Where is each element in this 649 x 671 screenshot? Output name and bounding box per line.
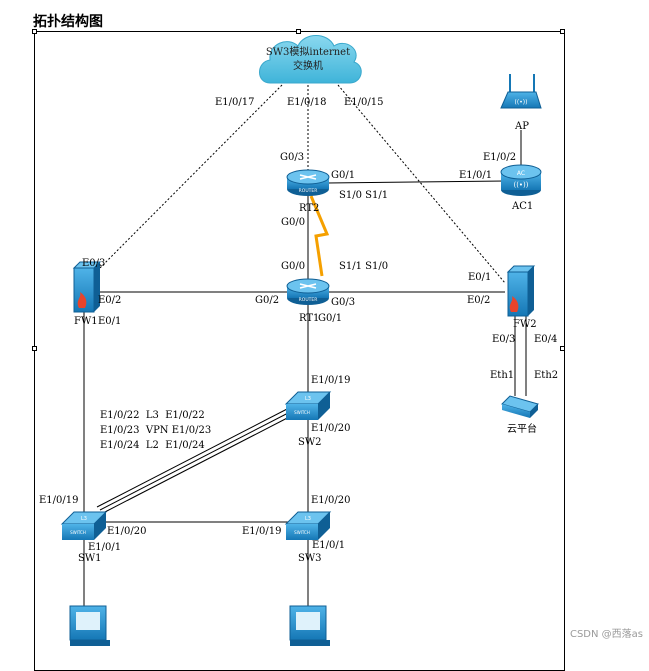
port-label: E1/0/1 <box>88 542 122 553</box>
port-label: E1/0/18 <box>287 97 327 108</box>
rt1-router-icon[interactable]: ROUTER <box>286 278 330 305</box>
svg-text:((•)): ((•)) <box>513 181 528 189</box>
frame-handle-top-right[interactable] <box>560 29 565 34</box>
svg-text:SWITCH: SWITCH <box>294 410 310 415</box>
device-label-sw3: SW3 <box>298 553 322 564</box>
device-label-fw1: FW1 <box>74 316 98 327</box>
port-label: G0/3 <box>280 152 305 163</box>
port-label: E0/4 <box>534 334 558 345</box>
svg-text:SWITCH: SWITCH <box>294 530 310 535</box>
port-label: G0/3 <box>331 297 356 308</box>
port-label: G0/0 <box>281 261 306 272</box>
frame-handle-top-center[interactable] <box>296 29 301 34</box>
ac1-icon[interactable]: AC ((•)) <box>500 164 542 196</box>
sw1-switch-icon[interactable]: L3 SWITCH <box>60 511 108 540</box>
port-label: G0/1 <box>331 170 356 181</box>
link-cloud-fw1 <box>84 84 283 284</box>
port-label: E1/0/19 <box>242 526 282 537</box>
port-label: E0/3 <box>492 334 516 345</box>
svg-text:L3: L3 <box>305 396 311 402</box>
frame-handle-mid-right[interactable] <box>560 346 565 351</box>
link-rt2-ac1 <box>326 180 506 184</box>
ap-icon[interactable]: ((•)) <box>500 74 542 109</box>
device-label-sw1: SW1 <box>78 553 102 564</box>
fw2-firewall-icon[interactable] <box>506 265 536 317</box>
link-agg-3 <box>102 413 296 514</box>
port-label: E1/0/20 <box>311 495 351 506</box>
port-label: E0/2 <box>467 295 491 306</box>
port-label: E1/0/1 <box>312 540 346 551</box>
port-label: E1/0/22 L3 E1/0/22 <box>100 410 205 421</box>
device-label-sw2: SW2 <box>298 437 322 448</box>
link-agg-2 <box>99 410 293 511</box>
cloud-label-line2: 交换机 <box>293 61 323 72</box>
device-label-cloud-platform: 云平台 <box>507 424 537 435</box>
svg-text:SWITCH: SWITCH <box>70 530 86 535</box>
cloud-platform-server-icon[interactable] <box>501 395 539 418</box>
cloud-icon[interactable] <box>259 35 362 84</box>
diagram-heading: 拓扑结构图 <box>33 14 103 30</box>
port-label: E1/0/17 <box>215 97 255 108</box>
port-label: E1/0/19 <box>39 495 79 506</box>
pc-sw1-icon[interactable] <box>69 605 110 646</box>
port-label: E1/0/1 <box>459 170 493 181</box>
link-cloud-fw2 <box>337 84 506 284</box>
rt2-router-icon[interactable]: ROUTER <box>286 169 330 196</box>
device-label-ap: AP <box>515 121 529 132</box>
port-label: E0/2 <box>98 295 122 306</box>
svg-text:L3: L3 <box>305 516 311 522</box>
port-label: E0/1 <box>98 316 122 327</box>
port-label: E1/0/2 <box>483 152 517 163</box>
svg-text:AC: AC <box>517 170 525 177</box>
port-label: E0/3 <box>82 258 106 269</box>
port-label: E0/1 <box>468 272 492 283</box>
port-label: S1/1 S1/0 <box>339 261 389 272</box>
svg-text:ROUTER: ROUTER <box>299 297 318 303</box>
device-label-rt1: RT1 <box>299 313 320 324</box>
port-label: E1/0/20 <box>107 526 147 537</box>
frame-handle-mid-left[interactable] <box>32 346 37 351</box>
port-label: Eth2 <box>534 370 559 381</box>
cloud-label-line1: SW3模拟internet <box>265 47 351 58</box>
link-agg-1 <box>96 407 290 508</box>
svg-text:L3: L3 <box>81 516 87 522</box>
link-serial-rt1-rt2 <box>309 195 330 277</box>
port-label: E1/0/19 <box>311 375 351 386</box>
port-label: E1/0/23 VPN E1/0/23 <box>100 425 212 436</box>
sw2-switch-icon[interactable]: L3 SWITCH <box>284 391 332 420</box>
svg-text:ROUTER: ROUTER <box>299 188 318 194</box>
device-label-fw2: FW2 <box>513 319 537 330</box>
frame-handle-top-left[interactable] <box>32 29 37 34</box>
device-label-ac1: AC1 <box>512 201 534 212</box>
pc-sw3-icon[interactable] <box>289 605 330 646</box>
port-label: E1/0/24 L2 E1/0/24 <box>100 440 205 451</box>
port-label: G0/2 <box>255 295 280 306</box>
port-label: S1/0 S1/1 <box>339 190 389 201</box>
port-label: G0/0 <box>281 217 306 228</box>
links <box>83 84 527 606</box>
sw3-switch-icon[interactable]: L3 SWITCH <box>284 511 332 540</box>
port-label: G0/1 <box>318 313 343 324</box>
port-label: Eth1 <box>490 370 515 381</box>
port-label: E1/0/15 <box>344 97 384 108</box>
fw1-firewall-icon[interactable] <box>72 261 102 313</box>
port-label: E1/0/20 <box>311 423 351 434</box>
watermark: CSDN @西落as <box>569 629 643 640</box>
device-label-rt2: RT2 <box>299 203 320 214</box>
topology-diagram: ((•)) AC ((•)) ROUTER ROUTER <box>60 35 542 646</box>
svg-text:((•)): ((•)) <box>515 99 528 106</box>
